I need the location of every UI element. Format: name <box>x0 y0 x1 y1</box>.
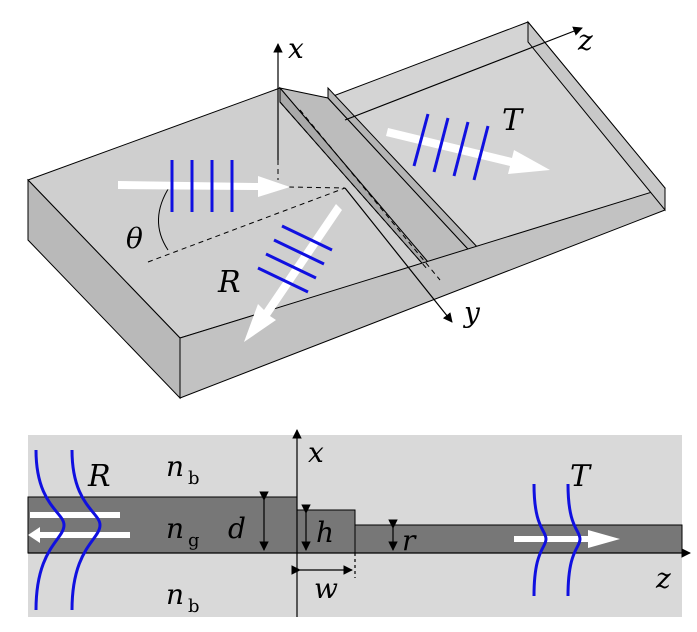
reflected-arrow-2d-upper <box>30 512 120 518</box>
transmitted-arrow-2d <box>514 530 620 548</box>
y-label-3d: y <box>462 296 481 329</box>
transmitted-label-2d: T <box>570 459 592 494</box>
dimension-marks <box>259 491 398 578</box>
svg-text:b: b <box>188 596 200 617</box>
index-guide-label: n g <box>166 512 200 551</box>
z-label-2d: z <box>655 562 671 595</box>
svg-text:b: b <box>188 468 200 489</box>
z-axis-3d <box>344 26 583 121</box>
x-label-2d: x <box>308 436 324 469</box>
step-width-label: w <box>314 572 338 605</box>
slab-3d <box>27 20 666 400</box>
thickness-label: d <box>228 512 246 545</box>
slab-left-face <box>27 178 181 400</box>
mode-profiles <box>34 449 582 611</box>
incident-wavefronts <box>170 160 234 212</box>
theta-label: θ <box>126 222 143 255</box>
step-height-label: h <box>316 516 334 549</box>
z-label-3d: z <box>577 24 593 57</box>
x-label-3d: x <box>288 32 304 65</box>
cross-section <box>27 435 683 617</box>
axes-3d <box>273 26 583 323</box>
svg-text:g: g <box>188 530 200 551</box>
reflected-arrow <box>244 204 342 342</box>
incident-arrow <box>118 176 290 197</box>
remaining-label: r <box>402 524 417 557</box>
transmitted-arrow <box>386 128 550 174</box>
svg-text:n: n <box>166 512 184 545</box>
y-axis-3d <box>344 187 453 323</box>
index-top-label: n b <box>166 450 200 489</box>
axes-2d <box>28 429 691 617</box>
reflected-label-3d: R <box>217 265 241 300</box>
transmitted-label-3d: T <box>502 103 524 138</box>
transmitted-wavefronts <box>412 113 490 181</box>
slab-back-right <box>527 20 666 212</box>
angle-arc <box>158 185 171 251</box>
reflected-label-2d: R <box>87 459 111 494</box>
reflected-wavefronts <box>257 224 333 294</box>
index-bottom-label: n b <box>166 578 200 617</box>
reflected-arrow-2d-lower <box>28 527 130 543</box>
svg-text:n: n <box>166 450 184 483</box>
svg-text:n: n <box>166 578 184 611</box>
